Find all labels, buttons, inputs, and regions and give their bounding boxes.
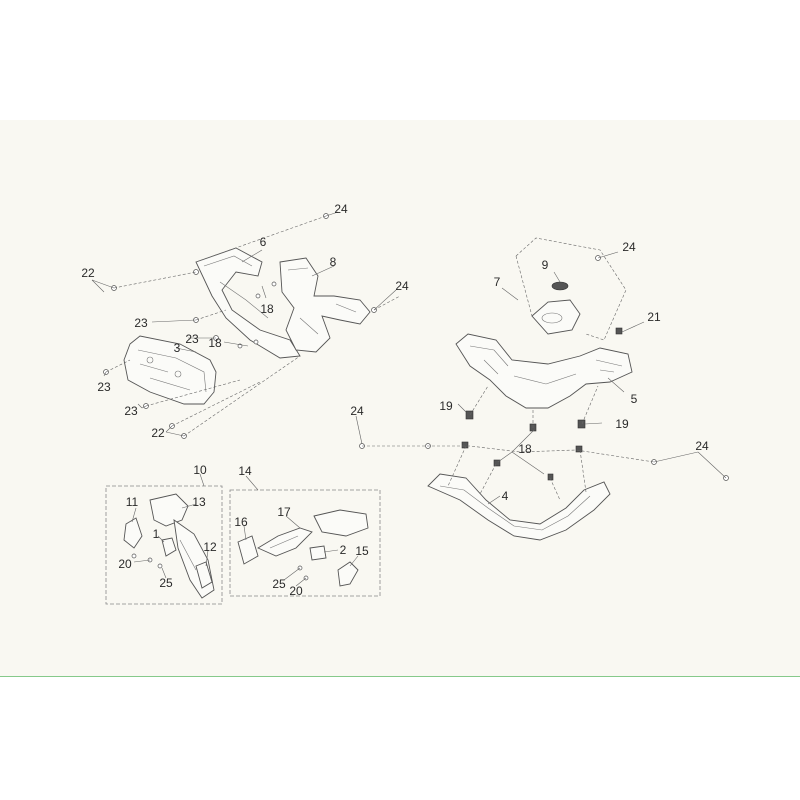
callout-5: 5 [630,392,638,406]
callout-23a: 23 [134,316,148,330]
callout-22a: 22 [81,266,95,280]
cover-part-15 [337,561,359,587]
callout-22b: 22 [151,426,165,440]
callout-24c: 24 [622,240,636,254]
inner-cover-part-8 [279,257,371,353]
callout-25b: 25 [272,577,286,591]
mirror-kit-box-14 [229,489,381,597]
callout-17: 17 [277,505,291,519]
right-mirror-part-17 [257,509,369,557]
callout-8: 8 [329,255,337,269]
callout-18b: 18 [208,336,222,350]
callout-25a: 25 [159,576,173,590]
callout-20b: 20 [289,584,303,598]
callout-10: 10 [193,463,207,477]
callout-23c: 23 [97,380,111,394]
inner-cover-part-6 [195,247,301,359]
mirror-kit-box-10 [105,485,223,605]
callout-21: 21 [647,310,661,324]
callout-18a: 18 [260,302,274,316]
callout-1: 1 [152,527,160,541]
callout-6: 6 [259,235,267,249]
callout-24e: 24 [695,439,709,453]
callout-7: 7 [493,275,501,289]
callout-16: 16 [234,515,248,529]
callout-14: 14 [238,464,252,478]
cap-part-9 [551,281,569,291]
callout-24d: 24 [350,404,364,418]
callout-13: 13 [192,495,206,509]
callout-20a: 20 [118,557,132,571]
callout-24a: 24 [334,202,348,216]
callout-9: 9 [541,258,549,272]
cover-part-12 [195,561,213,589]
callout-11: 11 [125,495,139,509]
meter-panel-part-3 [123,335,217,405]
callout-19b: 19 [615,417,629,431]
callout-4: 4 [501,489,509,503]
callout-3: 3 [173,341,181,355]
callout-23d: 23 [124,404,138,418]
callout-19a: 19 [439,399,453,413]
handle-cover-front-part-5 [455,333,633,409]
callout-18c: 18 [518,442,532,456]
turn-signal-part-16 [237,535,259,565]
callout-15: 15 [355,544,369,558]
callout-2: 2 [339,543,347,557]
diagram-sheet [0,120,800,677]
handle-cover-rear-part-4 [427,473,611,541]
callout-12: 12 [203,540,217,554]
callout-23b: 23 [185,332,199,346]
cover-part-7 [531,299,581,335]
callout-24b: 24 [395,279,409,293]
bracket-part-2 [309,545,327,561]
bracket-part-1 [161,537,177,557]
turn-signal-part-11 [123,517,143,549]
